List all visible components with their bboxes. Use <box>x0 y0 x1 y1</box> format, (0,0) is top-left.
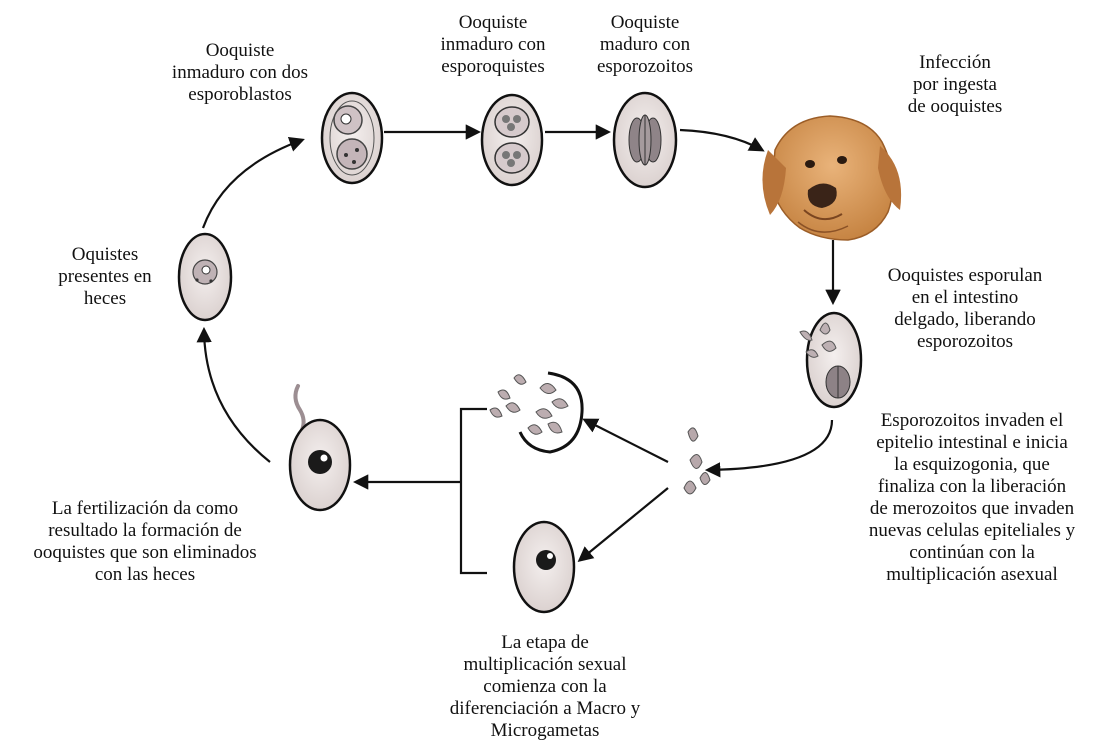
label-sporulation: Ooquistes esporulan en el intestino delg… <box>865 265 1065 353</box>
label-mature-sporozoites: Ooquiste maduro con esporozoitos <box>570 12 720 78</box>
label-infection: Infección por ingesta de ooquistes <box>880 52 1030 118</box>
arrow-feces-oocyst-to-two-sporoblasts <box>203 140 302 228</box>
dog-head-icon <box>762 116 901 240</box>
label-epithelium-invasion: Esporozoitos invaden el epitelio intesti… <box>844 410 1100 586</box>
oocyst-mature-icon <box>614 93 676 187</box>
label-fertilization: La fertilización da como resultado la fo… <box>0 498 290 586</box>
macrogamete-icon <box>514 522 574 612</box>
label-immature-two-sporoblasts: Ooquiste inmaduro con dos esporoblastos <box>150 40 330 106</box>
arrow-sporozoites-to-gamete <box>580 488 668 560</box>
feces-oocyst-icon <box>179 234 231 320</box>
arrow-mature-to-dog <box>680 130 762 150</box>
arrow-zygote-to-feces-oocyst <box>204 330 270 462</box>
label-sexual-stage: La etapa de multiplicación sexual comien… <box>420 632 670 742</box>
zygote-icon <box>290 386 350 510</box>
arrow-sporulation-to-sporozoites <box>708 420 832 470</box>
arrow-sporozoites-to-schizont <box>585 420 668 462</box>
sporozoites-icon <box>684 428 710 494</box>
oocyst-sporocysts-icon <box>482 95 542 185</box>
sporulating-oocyst-icon <box>800 313 861 407</box>
label-oocysts-in-feces: Oquistes presentes en heces <box>40 244 170 310</box>
oocyst-two-sporoblasts-icon <box>322 93 382 183</box>
gamete-bracket <box>461 409 487 573</box>
label-immature-sporocysts: Ooquiste inmaduro con esporoquistes <box>418 12 568 78</box>
schizont-icon <box>490 373 582 452</box>
